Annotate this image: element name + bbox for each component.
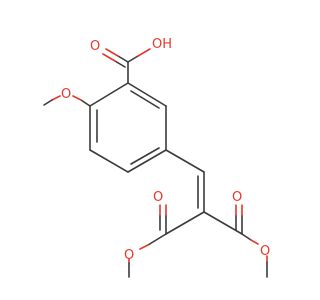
carboxyl-carbon-oh-bond: [127, 55, 139, 63]
alkylidene-linkage: [165, 149, 205, 213]
ester-right-carbonyl-o-label: O: [232, 190, 242, 205]
ester-right-ether-o-label: O: [260, 244, 270, 259]
ring-bond-3: [127, 149, 167, 173]
ester-left-carbonyl-o-label: O: [153, 190, 163, 205]
carboxyl-o-label: O: [90, 39, 100, 54]
carboxyl-co-bond-a: [117, 55, 129, 63]
ester-right-ether-bond-o: [250, 239, 259, 245]
carboxyl-co-bond-b-o: [102, 53, 116, 62]
ring-bond-4: [89, 149, 129, 173]
methoxy-o-label: O: [61, 87, 71, 102]
carboxylic-acid-group: OH O: [90, 37, 172, 84]
benzene-ring: [89, 82, 167, 173]
ester-left-ether-bond-o: [139, 244, 149, 250]
carboxyl-oh-label: OH: [152, 37, 172, 52]
ester-left-ether-o-label: O: [124, 248, 134, 263]
structure-diagram: OH O O O O O: [43, 37, 270, 278]
ring-double-1: [130, 90, 160, 109]
ring-bond-6: [89, 82, 129, 107]
carboxyl-oh-bond: [137, 48, 151, 57]
carboxyl-co-bond-b: [114, 60, 126, 68]
ring-double-2: [130, 147, 160, 165]
ester-left-group: O O: [124, 190, 205, 278]
ester-right-ether-bond: [241, 233, 252, 241]
ring-to-methoxy-bond: [80, 99, 91, 107]
methoxy-o-bond-1: [72, 95, 82, 101]
methoxy-group: O: [43, 87, 91, 107]
methoxy-methyl-bond: [43, 99, 53, 106]
alkene-to-ester-left-bond: [165, 211, 205, 235]
carboxyl-co-bond-a-o: [105, 48, 119, 57]
ring-to-vinyl-bond: [165, 149, 205, 173]
ester-left-ether-bond: [147, 233, 167, 246]
ring-bond-1: [127, 82, 167, 107]
methoxy-o-bond-2: [51, 95, 61, 101]
ester-right-group: O O: [203, 190, 270, 278]
